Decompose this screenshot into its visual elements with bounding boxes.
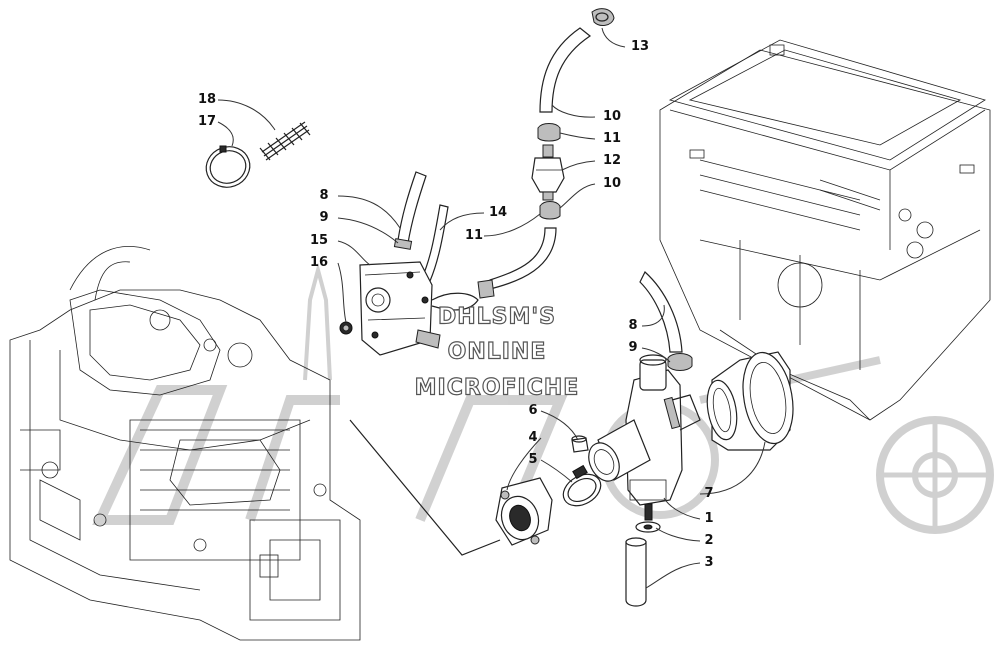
callout-16: 16 (309, 255, 329, 270)
carburetor-assembly (495, 271, 794, 607)
watermark-line-1: DHLSM'S (437, 304, 557, 330)
callout-13: 13 (630, 39, 650, 54)
leader-lines (217, 27, 766, 589)
callout-11-upper: 11 (602, 131, 622, 146)
hose-part-8-lower (639, 271, 683, 353)
callout-3: 3 (704, 555, 714, 570)
callout-14: 14 (488, 205, 508, 220)
callout-10-upper: 10 (602, 109, 622, 124)
callout-17: 17 (197, 114, 217, 129)
air-box (659, 39, 991, 421)
clamp-part-9-lower (667, 353, 693, 371)
fuel-filter-part-12 (531, 157, 565, 193)
clamp-part-13 (591, 8, 615, 26)
clamp-part-11-lower (539, 201, 561, 220)
callout-7: 7 (704, 486, 714, 501)
callout-2: 2 (704, 533, 714, 548)
clamp-part-11-upper (537, 123, 561, 142)
callout-4: 4 (528, 430, 538, 445)
watermark-line-3: MICROFICHE (414, 375, 580, 401)
callout-12: 12 (602, 153, 622, 168)
callout-10-lower: 10 (602, 176, 622, 191)
engine-block (9, 246, 361, 641)
hose-part-10-lower (485, 227, 557, 291)
callout-15: 15 (309, 233, 329, 248)
hose-part-14 (421, 204, 449, 282)
clamp-part-17 (205, 145, 251, 188)
callout-9-upper: 9 (319, 210, 329, 225)
assembly-connector-line (349, 419, 501, 556)
callout-11-lower: 11 (464, 228, 484, 243)
hose-part-8-upper (397, 171, 427, 244)
callout-6: 6 (528, 403, 538, 418)
spring-and-clamp (205, 121, 311, 188)
callout-8-upper: 8 (319, 188, 329, 203)
watermark-line-2: ONLINE (447, 339, 547, 365)
spring-part-18 (259, 121, 311, 161)
hose-part-10-upper (539, 27, 592, 113)
filter-inlet (542, 144, 554, 158)
callout-1: 1 (704, 511, 714, 526)
drain-tube-part-3 (625, 541, 647, 607)
fuel-pump-assembly (339, 171, 479, 356)
callout-5: 5 (528, 452, 538, 467)
callout-8-lower: 8 (628, 318, 638, 333)
callout-9-lower: 9 (628, 340, 638, 355)
callout-18: 18 (197, 92, 217, 107)
fuel-filter-stack (477, 8, 615, 299)
